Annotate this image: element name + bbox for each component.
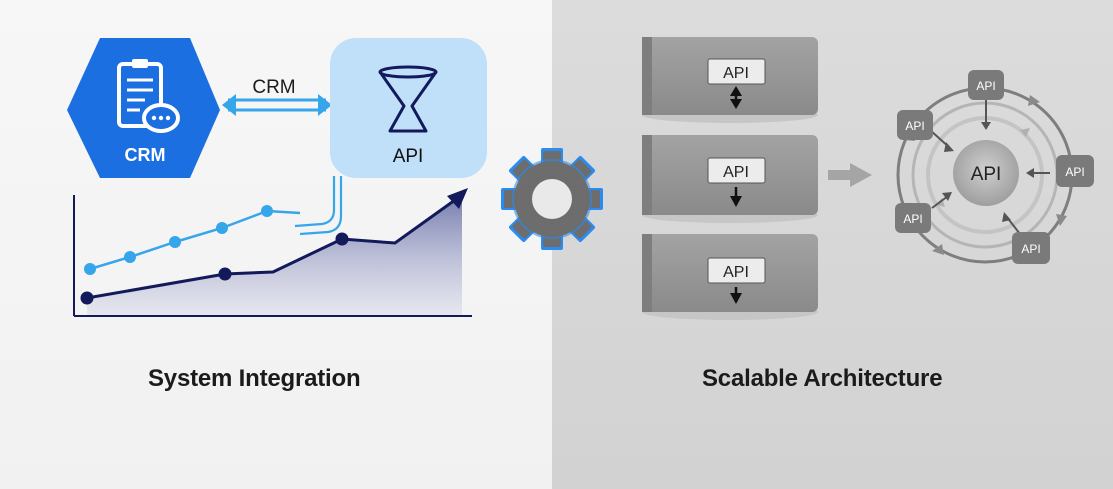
ring-node: API: [895, 203, 931, 233]
funnel-hourglass-icon: [378, 65, 438, 133]
api-ring: API API API API API API: [895, 70, 1094, 264]
trend-chart: [73, 188, 472, 317]
navy-series-point: [80, 291, 94, 305]
svg-text:API: API: [1021, 242, 1040, 256]
light-series-point: [261, 205, 273, 217]
crm-box-label: CRM: [125, 145, 166, 165]
scalable-architecture-caption: Scalable Architecture: [702, 365, 943, 392]
crm-arrow: CRM: [222, 77, 332, 116]
light-series-line: [89, 209, 301, 271]
svg-text:API: API: [976, 79, 995, 93]
svg-text:API: API: [1065, 165, 1084, 179]
light-series-point: [124, 251, 136, 263]
api-stack: API API API: [642, 37, 818, 320]
ring-node: API: [968, 70, 1004, 100]
crm-arrow-label: CRM: [252, 77, 295, 98]
api-box-label: API: [393, 146, 424, 167]
navy-series-point: [335, 232, 349, 246]
api-stack-block: API: [642, 234, 818, 320]
light-series-point: [169, 236, 181, 248]
gear-icon: [501, 148, 603, 250]
trend-arrow-head: [447, 188, 468, 209]
api-stack-label: API: [723, 65, 749, 82]
light-series-point: [84, 263, 96, 275]
ring-center-node: [953, 140, 1019, 206]
ring-center-label: API: [971, 164, 1002, 185]
svg-text:API: API: [903, 212, 922, 226]
api-stack-block: API: [642, 135, 818, 223]
api-stack-block: API: [642, 37, 818, 123]
flow-arrow-right: [828, 163, 872, 187]
api-stack-label: API: [723, 264, 749, 281]
light-series-point: [216, 222, 228, 234]
ring-node: API: [1056, 155, 1094, 187]
system-integration-caption: System Integration: [148, 365, 361, 392]
navy-series-line: [86, 198, 456, 300]
api-box: API: [330, 38, 487, 178]
ring-node: API: [1012, 232, 1050, 264]
api-connector: [294, 176, 343, 236]
ring-node: API: [897, 110, 933, 140]
navy-series-point: [218, 267, 232, 281]
crm-box: CRM: [67, 38, 220, 178]
api-stack-label: API: [723, 164, 749, 181]
svg-text:API: API: [905, 119, 924, 133]
document-chat-icon: [117, 59, 180, 133]
